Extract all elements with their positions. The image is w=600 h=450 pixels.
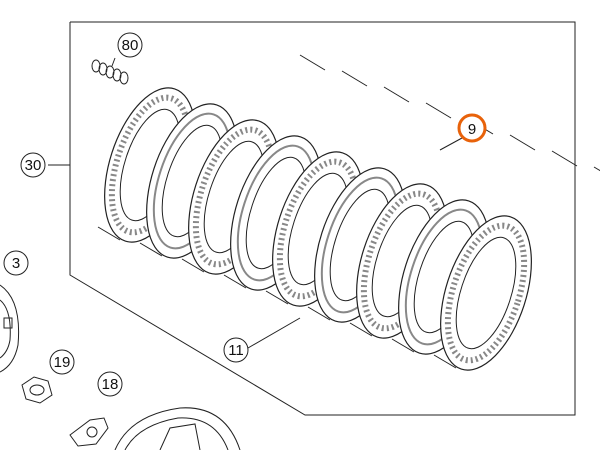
callout-18: 18 <box>97 371 123 397</box>
friction-plate-icon <box>440 215 532 371</box>
washer-icon <box>69 417 109 447</box>
svg-text:9: 9 <box>468 121 476 138</box>
leader-lines <box>48 57 463 349</box>
callout-9: 9 <box>457 113 487 143</box>
clutch-plate-stack <box>97 54 600 371</box>
svg-text:19: 19 <box>54 354 71 371</box>
callout-19: 19 <box>49 349 75 375</box>
svg-text:30: 30 <box>25 157 42 174</box>
nut-icon <box>21 376 53 404</box>
svg-text:18: 18 <box>102 376 119 393</box>
svg-text:11: 11 <box>228 342 244 359</box>
clutch-basket-icon <box>114 407 241 450</box>
callout-80: 80 <box>117 32 143 58</box>
svg-text:80: 80 <box>122 37 139 54</box>
svg-text:3: 3 <box>12 255 20 272</box>
hub-icon <box>0 284 20 373</box>
kit-frame <box>69 21 576 416</box>
spring-icon <box>91 59 129 85</box>
callout-30: 30 <box>20 152 46 178</box>
callout-11: 11 <box>223 337 249 363</box>
callout-3: 3 <box>3 250 29 276</box>
